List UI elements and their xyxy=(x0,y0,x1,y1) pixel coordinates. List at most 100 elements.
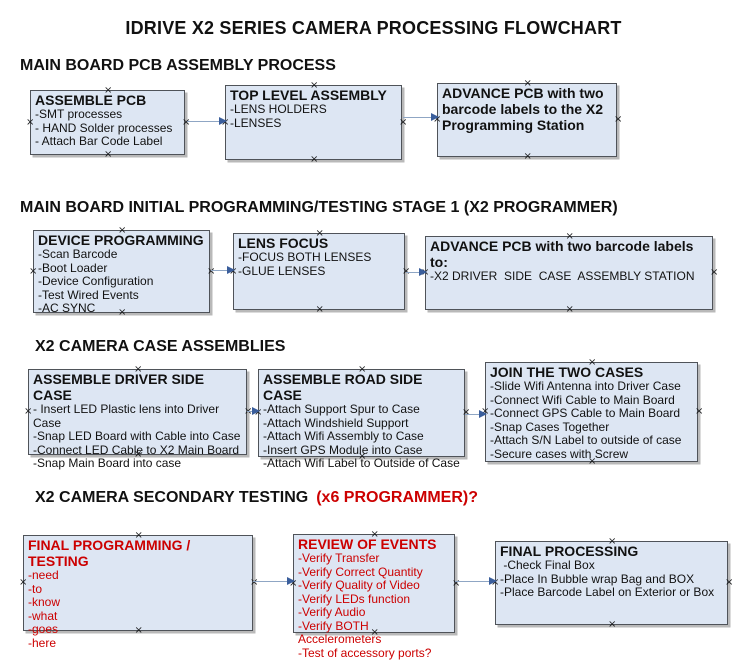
box-item: -Device Configuration xyxy=(38,274,154,288)
box-item: -Verify Quality of Video xyxy=(298,578,420,592)
box-item: -Attach Windshield Support xyxy=(263,415,409,430)
box-title: ASSEMBLE ROAD SIDE CASE xyxy=(263,371,423,403)
box-title: ADVANCE PCB with two barcode labels to t… xyxy=(442,85,604,133)
box-item: -Connect GPS Cable to Main Board xyxy=(490,406,681,420)
flow-box-top-level-assembly: × × × × TOP LEVEL ASSEMBLY -LENS HOLDERS… xyxy=(221,81,407,165)
arrow-connector xyxy=(465,409,487,418)
box-item: -Attach Wifi Label to Outside of Case xyxy=(263,456,460,470)
box-item: -Verify Correct Quantity xyxy=(298,564,423,579)
connection-point-icon: × xyxy=(725,577,734,588)
box-title: REVIEW OF EVENTS xyxy=(298,536,437,552)
box-item: -Connect LED Cable to X2 Main Board xyxy=(33,442,240,457)
arrow-connector xyxy=(187,116,227,125)
connection-point-icon: × xyxy=(29,265,38,277)
flow-box-lens-focus: × × × × LENS FOCUS -FOCUS BOTH LENSES -G… xyxy=(229,229,410,315)
box-item: -Test of accessory ports? xyxy=(298,645,432,660)
box-item: -Test Wired Events xyxy=(38,287,139,302)
box-item: -GLUE LENSES xyxy=(238,263,326,278)
section-heading-text: X2 CAMERA SECONDARY TESTING xyxy=(35,489,309,506)
connection-point-icon: × xyxy=(608,619,617,630)
arrow-connector xyxy=(403,112,439,121)
box-item: -Scan Barcode xyxy=(38,247,118,261)
connection-point-icon: × xyxy=(26,116,35,128)
connection-point-icon: × xyxy=(399,116,408,128)
box-item: -Attach Wifi Assembly to Case xyxy=(263,429,424,443)
box-item: -Secure cases with Screw xyxy=(490,446,629,461)
box-item: -Snap LED Board with Cable into Case xyxy=(33,429,241,443)
box-item: -Verify LEDs function xyxy=(298,591,411,606)
box-item: -Verify BOTH Accelerometers xyxy=(298,618,382,646)
box-title: JOIN THE TWO CASES xyxy=(490,364,644,380)
connection-point-icon: × xyxy=(402,265,411,277)
box-item: -X2 DRIVER SIDE CASE ASSEMBLY STATION xyxy=(430,269,695,283)
flow-box-device-programming: × × × × DEVICE PROGRAMMING -Scan Barcode… xyxy=(29,226,215,318)
flow-box-review-of-events: × × × × REVIEW OF EVENTS -Verify Transfe… xyxy=(289,530,460,660)
box-item: - Insert LED Plastic lens into Driver Ca… xyxy=(33,402,223,430)
connection-point-icon: × xyxy=(523,151,532,162)
box-item: -Boot Loader xyxy=(38,260,108,275)
flow-box-assemble-pcb: × × × × ASSEMBLE PCB -SMT processes - HA… xyxy=(26,86,190,160)
section-heading-text: MAIN BOARD PCB ASSEMBLY PROCESS xyxy=(20,57,336,74)
flow-box-advance-pcb-driver-side-station: × × × × ADVANCE PCB with two barcode lab… xyxy=(421,232,718,315)
arrow-connector xyxy=(253,576,295,585)
box-item: -Verify Transfer xyxy=(298,551,380,565)
box-title: DEVICE PROGRAMMING xyxy=(38,232,204,248)
box-item: -Attach Support Spur to Case xyxy=(263,402,420,416)
box-item: -Insert GPS Module into Case xyxy=(263,442,423,457)
page-title: IDRIVE X2 SERIES CAMERA PROCESSING FLOWC… xyxy=(125,18,622,38)
box-item: -Snap Cases Together xyxy=(490,419,610,434)
connection-point-icon: × xyxy=(695,406,704,417)
box-item: -LENS HOLDERS xyxy=(230,102,327,116)
section-heading-secondary-testing: X2 CAMERA SECONDARY TESTING (x6 PROGRAMME… xyxy=(35,489,478,507)
box-item: - HAND Solder processes xyxy=(35,120,173,135)
connection-point-icon: × xyxy=(207,265,216,277)
box-item: -here xyxy=(28,635,57,650)
box-title: TOP LEVEL ASSEMBLY xyxy=(230,87,387,103)
box-title: ASSEMBLE DRIVER SIDE CASE xyxy=(33,371,205,403)
connection-point-icon: × xyxy=(310,154,319,165)
section-heading-pcb-assembly: MAIN BOARD PCB ASSEMBLY PROCESS xyxy=(20,57,336,75)
section-heading-suffix: (x6 PROGRAMMER)? xyxy=(316,489,478,506)
box-item: -LENSES xyxy=(230,115,282,130)
connection-point-icon: × xyxy=(565,304,574,315)
box-item: -Connect Wifi Cable to Main Board xyxy=(490,392,675,407)
section-heading-text: MAIN BOARD INITIAL PROGRAMMING/TESTING S… xyxy=(20,199,618,216)
box-item: -AC SYNC xyxy=(38,301,96,315)
flow-box-join-the-two-cases: × × × × JOIN THE TWO CASES -Slide Wifi A… xyxy=(481,358,703,467)
box-item: - Attach Bar Code Label xyxy=(35,134,163,148)
box-item: -Check Final Box xyxy=(500,558,595,572)
box-title: FINAL PROGRAMMING / TESTING xyxy=(28,537,191,569)
connection-point-icon: × xyxy=(19,577,28,588)
box-item: -Place In Bubble wrap Bag and BOX xyxy=(500,571,695,586)
connection-point-icon: × xyxy=(315,304,324,315)
box-title: FINAL PROCESSING xyxy=(500,543,639,559)
connection-point-icon: × xyxy=(710,267,719,278)
box-item: -FOCUS BOTH LENSES xyxy=(238,250,372,264)
connection-point-icon: × xyxy=(104,149,113,160)
box-item: -what xyxy=(28,608,58,623)
connection-point-icon: × xyxy=(614,114,623,125)
box-item: -to xyxy=(28,581,43,596)
box-item: -SMT processes xyxy=(35,107,123,121)
arrow-connector xyxy=(211,265,235,274)
box-item: -Slide Wifi Antenna into Driver Case xyxy=(490,379,681,393)
flow-box-final-processing: × × × × FINAL PROCESSING -Check Final Bo… xyxy=(491,537,733,630)
box-title: ADVANCE PCB with two barcode labels to: xyxy=(430,238,694,270)
box-item: -Verify Audio xyxy=(298,605,366,619)
arrow-connector xyxy=(455,576,497,585)
section-heading-case-assemblies: X2 CAMERA CASE ASSEMBLIES xyxy=(35,338,285,356)
box-item: -Snap Main Board into case xyxy=(33,456,182,470)
flow-box-final-programming-testing: × × × × FINAL PROGRAMMING / TESTING -nee… xyxy=(19,531,258,650)
box-item: -Place Barcode Label on Exterior or Box xyxy=(500,585,715,599)
flow-box-assemble-road-side-case: × × × × ASSEMBLE ROAD SIDE CASE -Attach … xyxy=(254,365,470,470)
flow-box-advance-pcb-programming-station: × × × × ADVANCE PCB with two barcode lab… xyxy=(433,79,622,162)
section-heading-initial-programming: MAIN BOARD INITIAL PROGRAMMING/TESTING S… xyxy=(20,199,618,217)
box-item: -Attach S/N Label to outside of case xyxy=(490,433,682,447)
box-item: -goes xyxy=(28,622,59,636)
connection-point-icon: × xyxy=(24,406,33,417)
flow-box-assemble-driver-side-case: × × × × ASSEMBLE DRIVER SIDE CASE - Inse… xyxy=(24,365,252,470)
box-title: ASSEMBLE PCB xyxy=(35,92,147,108)
arrow-connector xyxy=(406,267,427,276)
connection-point-icon: × xyxy=(182,116,191,128)
